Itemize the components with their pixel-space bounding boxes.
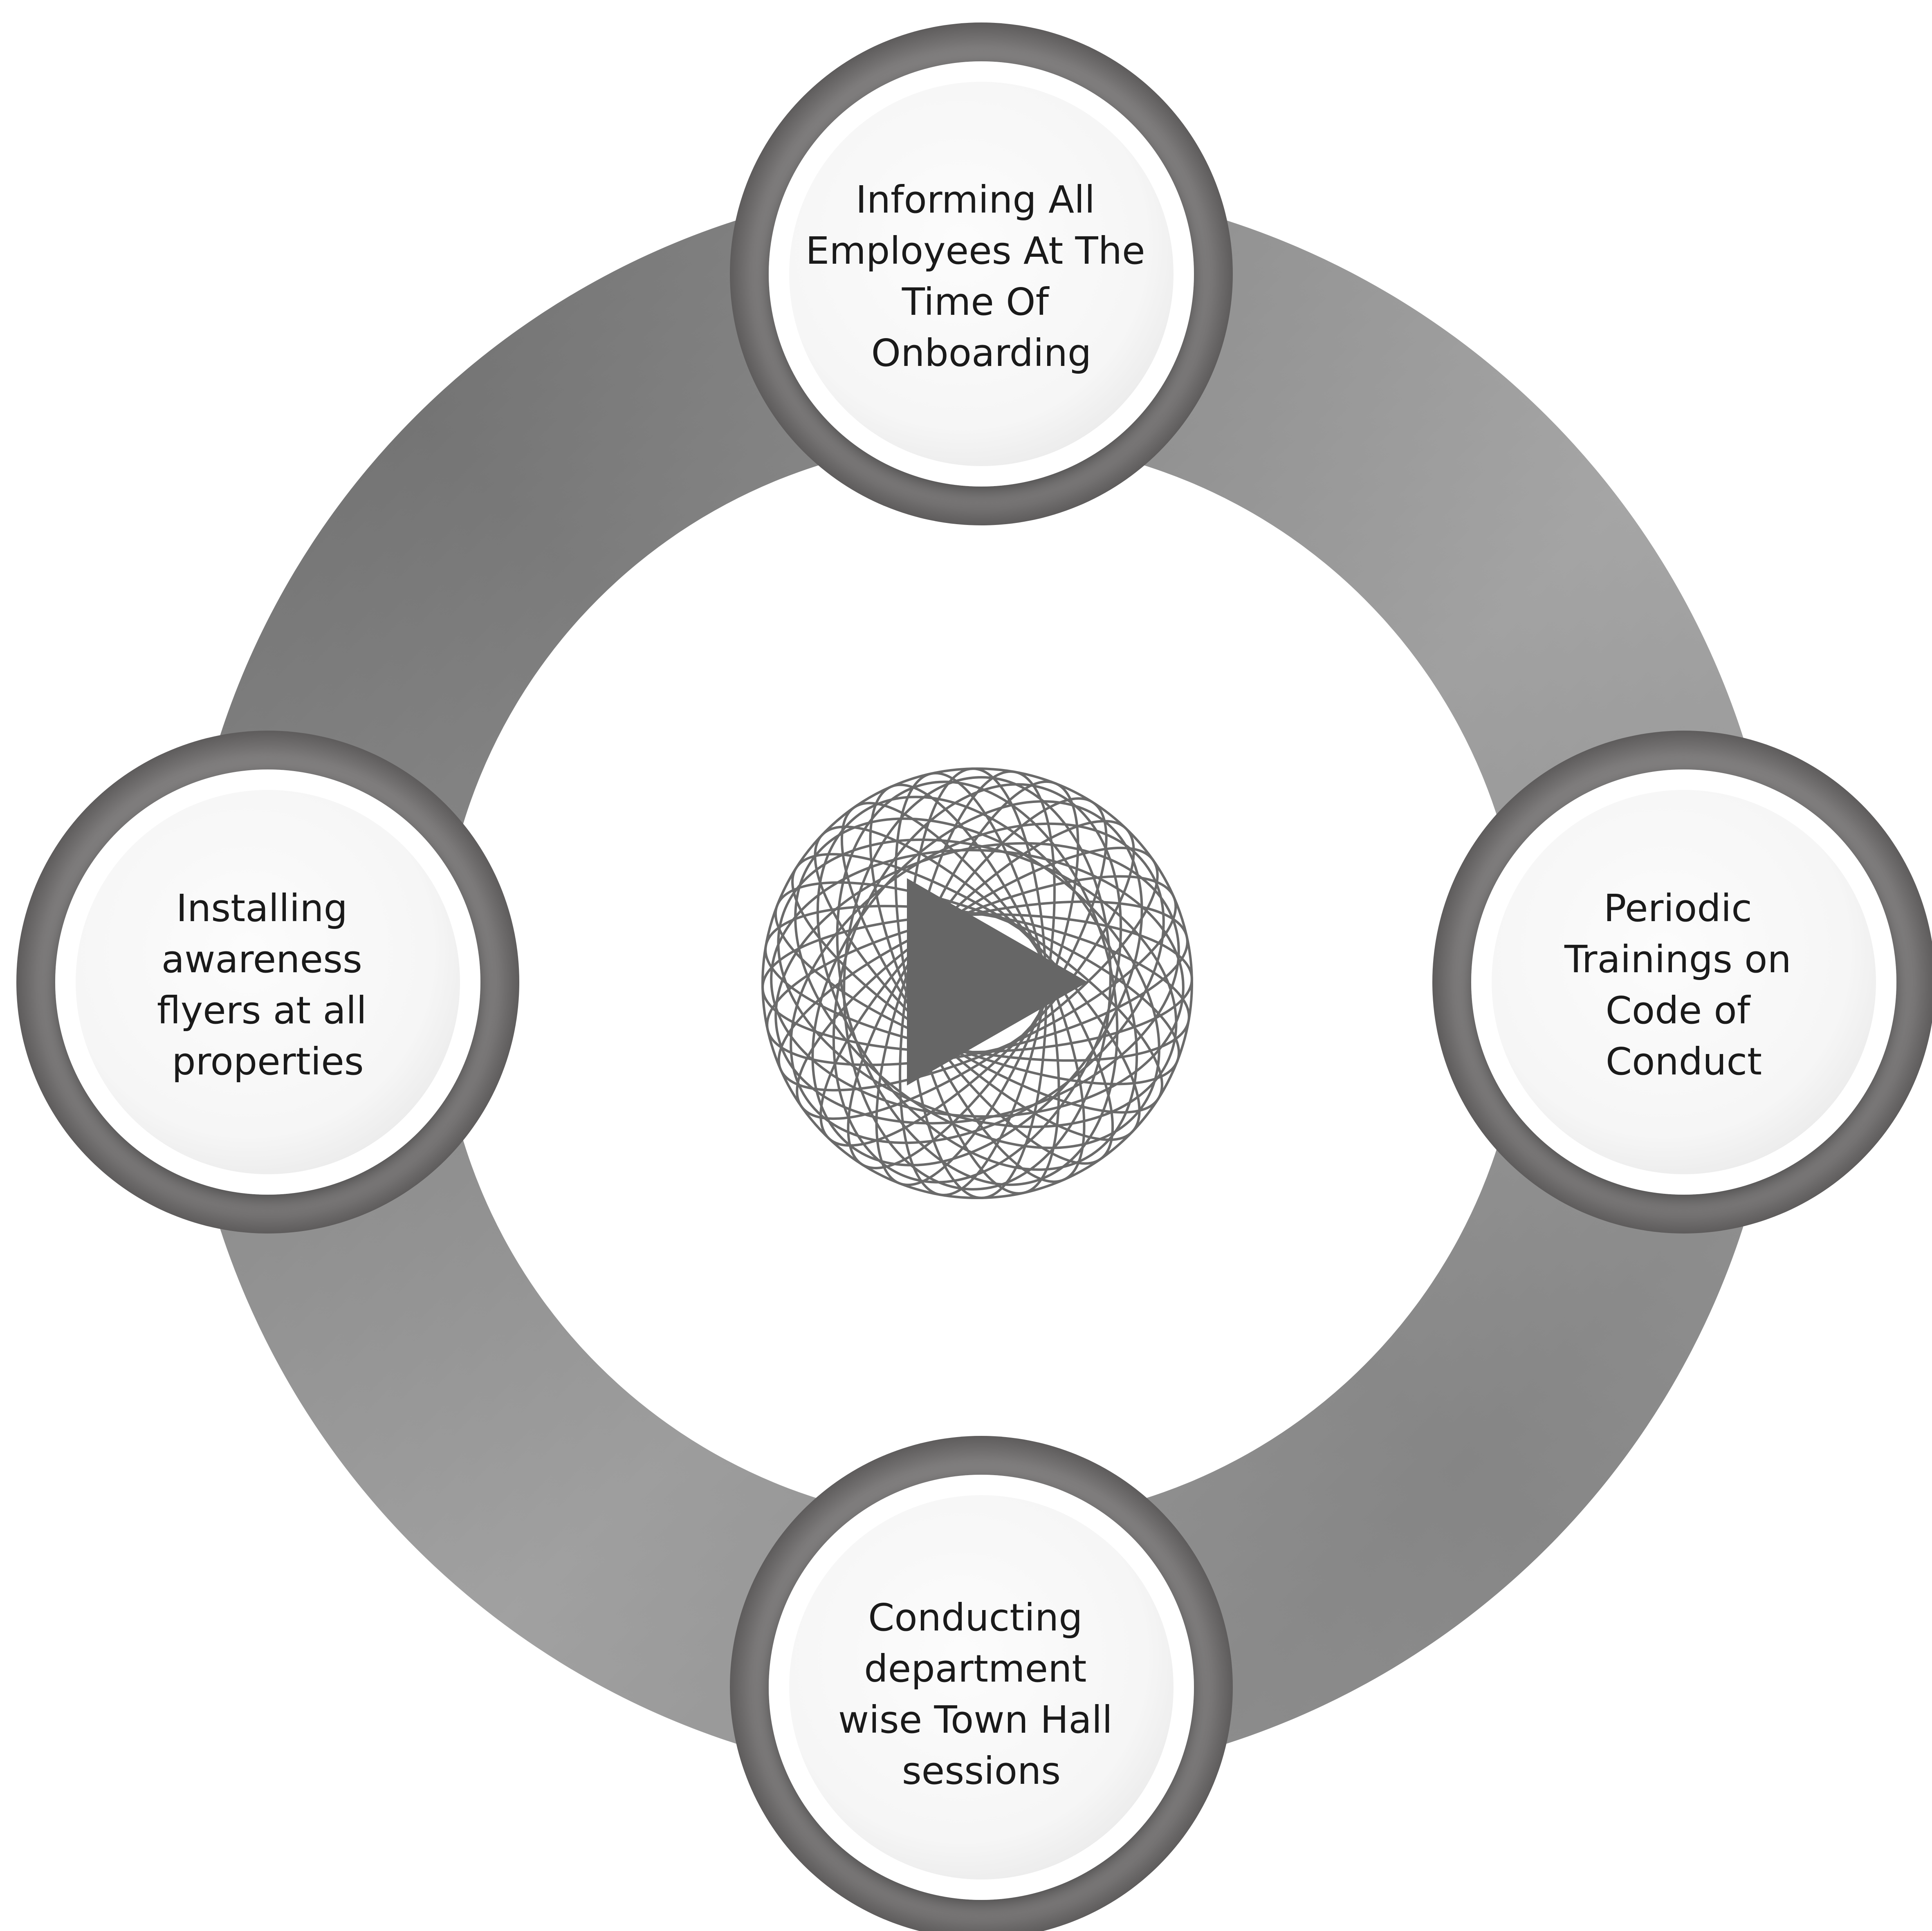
node-line: Employees At The: [806, 229, 1145, 273]
node-inner-disc: [76, 790, 460, 1174]
play-sphere-icon[interactable]: [732, 738, 1223, 1229]
sphere-meridian: [836, 780, 1119, 1186]
sphere-meridian: [777, 838, 1178, 1128]
node-inner-disc: [1492, 790, 1876, 1174]
node-line: Time Of: [902, 280, 1050, 324]
node-line: Periodic: [1604, 886, 1752, 930]
node-line: Trainings on: [1564, 937, 1791, 981]
node-line: sessions: [902, 1749, 1061, 1793]
sphere-meridian: [843, 776, 1112, 1191]
node-line: properties: [172, 1040, 364, 1083]
node-inner-disc: [789, 82, 1174, 466]
sphere-meridian: [811, 800, 1143, 1166]
node-label-onboarding: Informing All Employees At The Time Of O…: [806, 178, 1157, 375]
step-node-flyers: Installing awareness flyers at all prope…: [16, 731, 519, 1234]
step-node-trainings: Periodic Trainings on Code of Conduct: [1432, 731, 1932, 1234]
node-line: flyers at all: [157, 989, 367, 1032]
node-label-flyers: Installing awareness flyers at all prope…: [157, 886, 379, 1083]
node-line: Code of: [1606, 989, 1751, 1032]
node-line: Conducting: [868, 1596, 1082, 1639]
step-node-town-hall: Conducting department wise Town Hall ses…: [730, 1436, 1233, 1931]
play-triangle-icon: [907, 878, 1088, 1085]
step-node-onboarding: Informing All Employees At The Time Of O…: [730, 22, 1233, 525]
sphere-meridian: [832, 783, 1122, 1184]
node-line: awareness: [162, 937, 362, 981]
node-label-trainings: Periodic Trainings on Code of Conduct: [1564, 886, 1803, 1083]
node-inner-disc: [789, 1495, 1174, 1879]
sphere-meridian: [774, 842, 1180, 1125]
node-line: Installing: [176, 886, 348, 930]
node-line: wise Town Hall: [838, 1698, 1113, 1742]
sphere-meridian: [816, 796, 1138, 1171]
sphere-meridian: [790, 822, 1165, 1144]
node-line: Conduct: [1606, 1040, 1762, 1083]
node-line: Onboarding: [871, 331, 1092, 375]
node-line: department: [864, 1647, 1086, 1691]
node-label-town-hall: Conducting department wise Town Hall ses…: [838, 1596, 1124, 1793]
sphere-meridian: [770, 849, 1185, 1118]
sphere-meridian: [794, 817, 1160, 1149]
node-line: Informing All: [856, 178, 1095, 222]
